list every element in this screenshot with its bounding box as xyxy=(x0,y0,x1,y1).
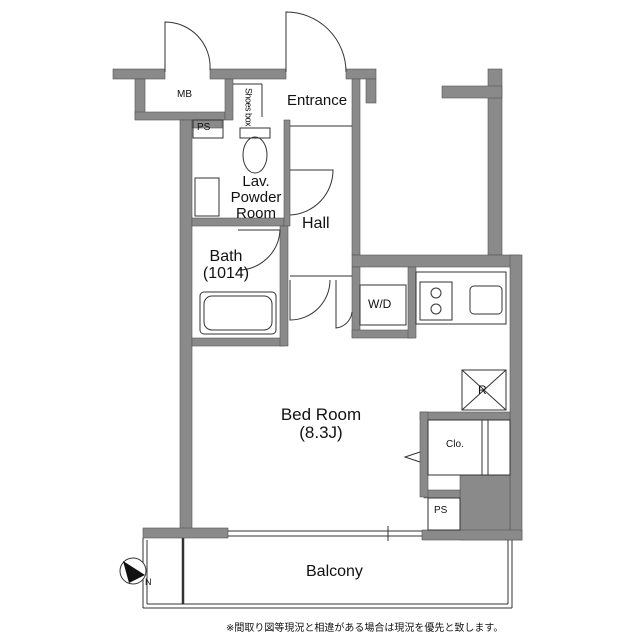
bath-line-1: Bath xyxy=(209,248,243,265)
room-entrance: Entrance xyxy=(287,92,348,109)
compass-icon xyxy=(119,557,147,585)
room-bedroom: Bed Room (8.3J) xyxy=(266,406,376,442)
bath-line-2: (1014) xyxy=(202,264,250,282)
lavatory-line-3: Room xyxy=(235,204,276,222)
walls xyxy=(112,68,523,541)
refrigerator-label: R xyxy=(478,383,487,397)
room-hall: Hall xyxy=(302,215,330,232)
door-swings xyxy=(164,11,353,329)
footnote: ※間取り図等現況と相違がある場合は現況を優先と致します。 xyxy=(226,623,504,634)
room-closet: Clo. xyxy=(446,439,464,450)
room-balcony: Balcony xyxy=(306,563,363,580)
room-bath: Bath (1014) xyxy=(196,248,256,283)
lavatory-line-2: Powder xyxy=(230,188,282,206)
lavatory-line-1: Lav. xyxy=(242,173,270,190)
room-shoes-box: Shoes box xyxy=(243,88,254,127)
room-mb: MB xyxy=(177,89,192,100)
room-ps-bottom: PS xyxy=(434,505,448,516)
room-wd: W/D xyxy=(368,297,392,311)
compass-north-label: N xyxy=(145,577,152,587)
bedroom-line-1: Bed Room xyxy=(280,405,362,424)
room-ps-top: PS xyxy=(197,122,211,133)
interior-lines xyxy=(142,83,513,609)
bedroom-line-2: (8.3J) xyxy=(299,422,343,442)
room-lavatory: Lav. Powder Room xyxy=(229,174,283,221)
